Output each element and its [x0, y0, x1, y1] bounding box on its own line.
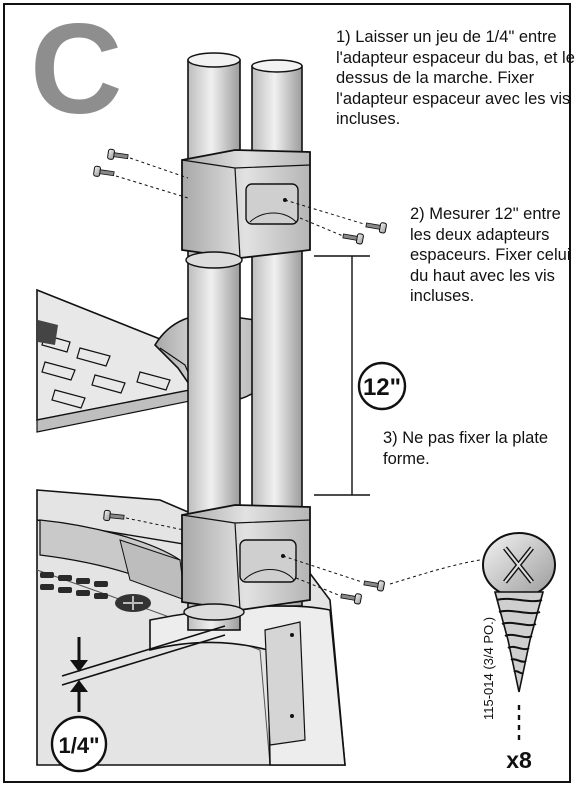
lower-spacer-adapter [181, 504, 311, 621]
screws-upper-right [284, 199, 387, 245]
screws-lower-right [282, 555, 481, 605]
step-3-text: 3) Ne pas fixer la plate forme. [383, 429, 549, 468]
step-base [149, 605, 346, 766]
screw-detail: 115-014 (3/4 PO.) x8 [481, 532, 556, 773]
screw-part-label: 115-014 (3/4 PO.) [481, 617, 496, 720]
screws-upper-left [93, 148, 189, 199]
section-letter: C [30, 0, 122, 141]
measure-label: 12" [363, 374, 401, 401]
step-1-text: 1) Laisser un jeu de 1/4" entre l'adapte… [336, 28, 575, 128]
twelve-inch-measurement: 12" [314, 255, 407, 496]
upper-spacer-adapter [181, 149, 311, 269]
gap-label: 1/4" [58, 733, 99, 758]
screw-quantity: x8 [506, 747, 532, 773]
screws-lower-left [103, 509, 185, 531]
quarter-inch-gap: 1/4" [50, 625, 226, 773]
platform-shelf [36, 288, 196, 433]
step-2-text: 2) Mesurer 12" entre les deux adapteurs … [410, 205, 571, 305]
